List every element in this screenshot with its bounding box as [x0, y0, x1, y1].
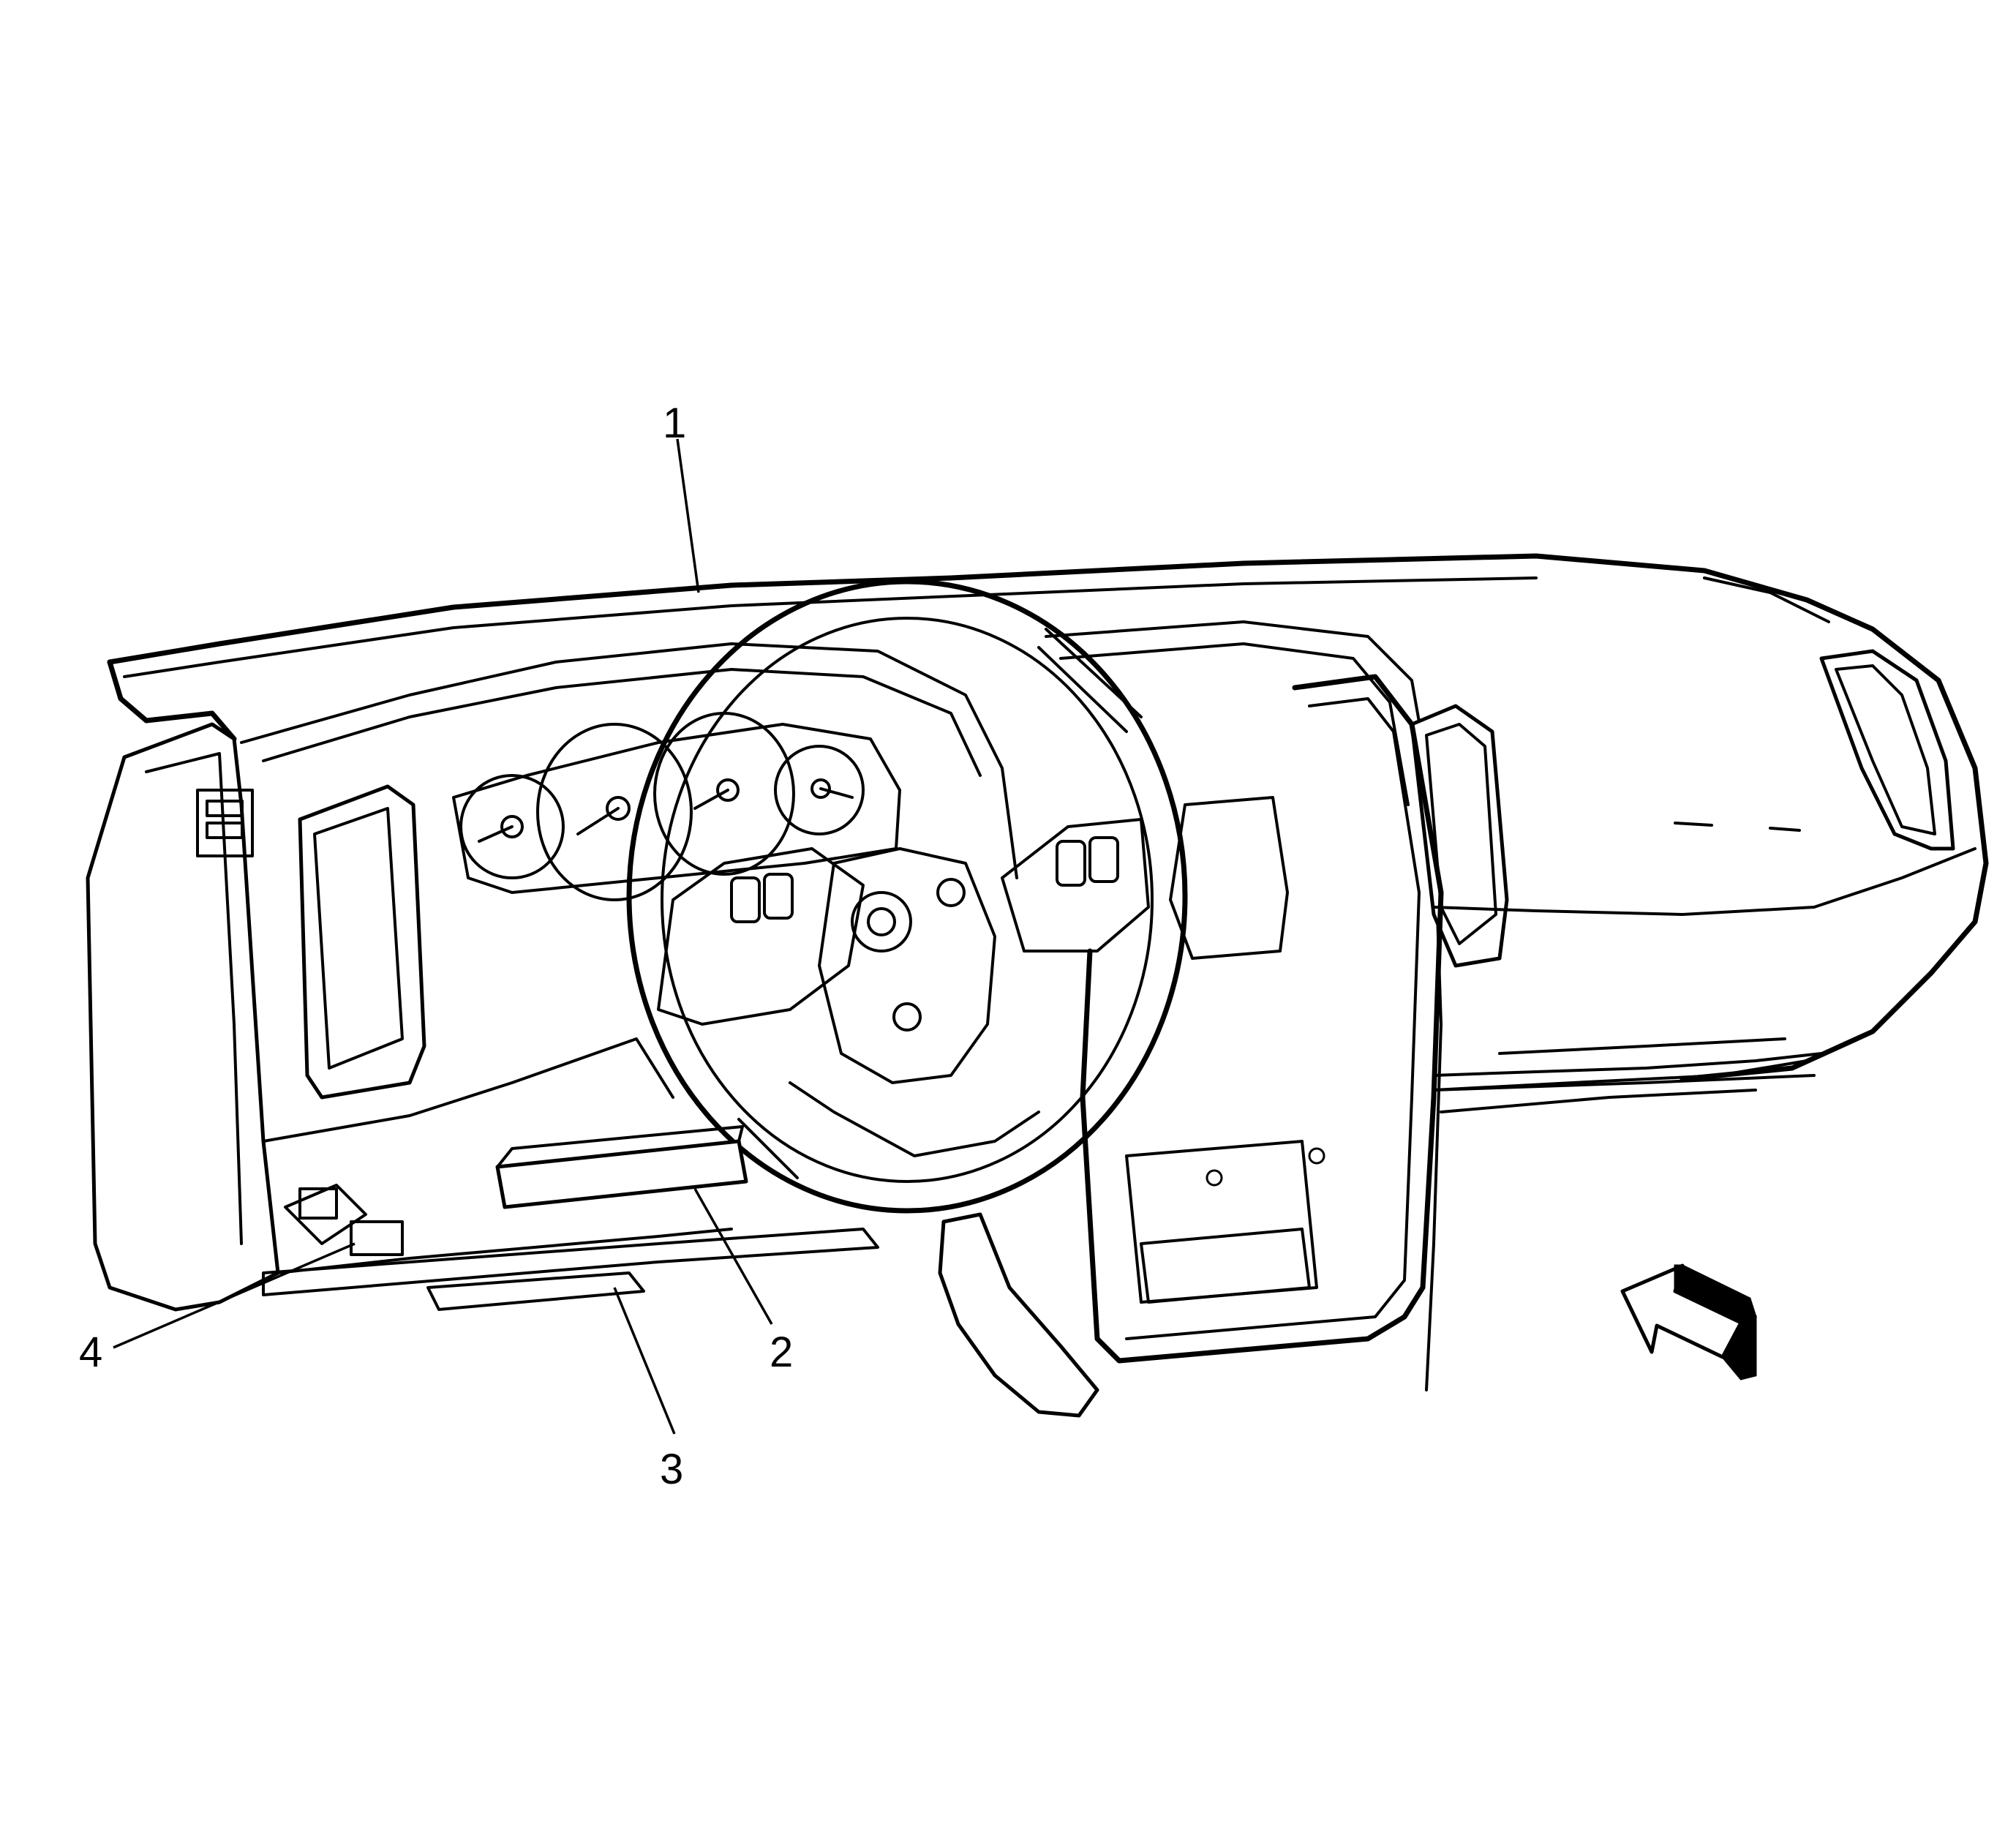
module-callout-2 [495, 1139, 748, 1209]
leader-line-1 [676, 438, 700, 593]
callout-2: 2 [770, 1329, 793, 1376]
callout-1: 1 [663, 399, 686, 447]
callout-4: 4 [79, 1329, 102, 1376]
leader-line-3 [613, 1287, 676, 1435]
steering-wheel [626, 579, 1188, 1214]
leader-line-4 [113, 1242, 356, 1349]
instrument-panel-assembly [86, 553, 1989, 1391]
center-stack-bracket [938, 674, 1444, 1418]
leader-line-2 [693, 1188, 773, 1325]
callout-labels: 1 2 3 4 [79, 399, 793, 1493]
callout-3: 3 [660, 1446, 683, 1493]
lower-panel-components [262, 1037, 1823, 1311]
instrument-cluster [452, 712, 901, 901]
callout-leaders [113, 438, 773, 1435]
connector-callout-4 [350, 1220, 404, 1256]
bar-callout-3 [262, 1228, 879, 1296]
view-direction-arrow-icon [1620, 1263, 1757, 1380]
